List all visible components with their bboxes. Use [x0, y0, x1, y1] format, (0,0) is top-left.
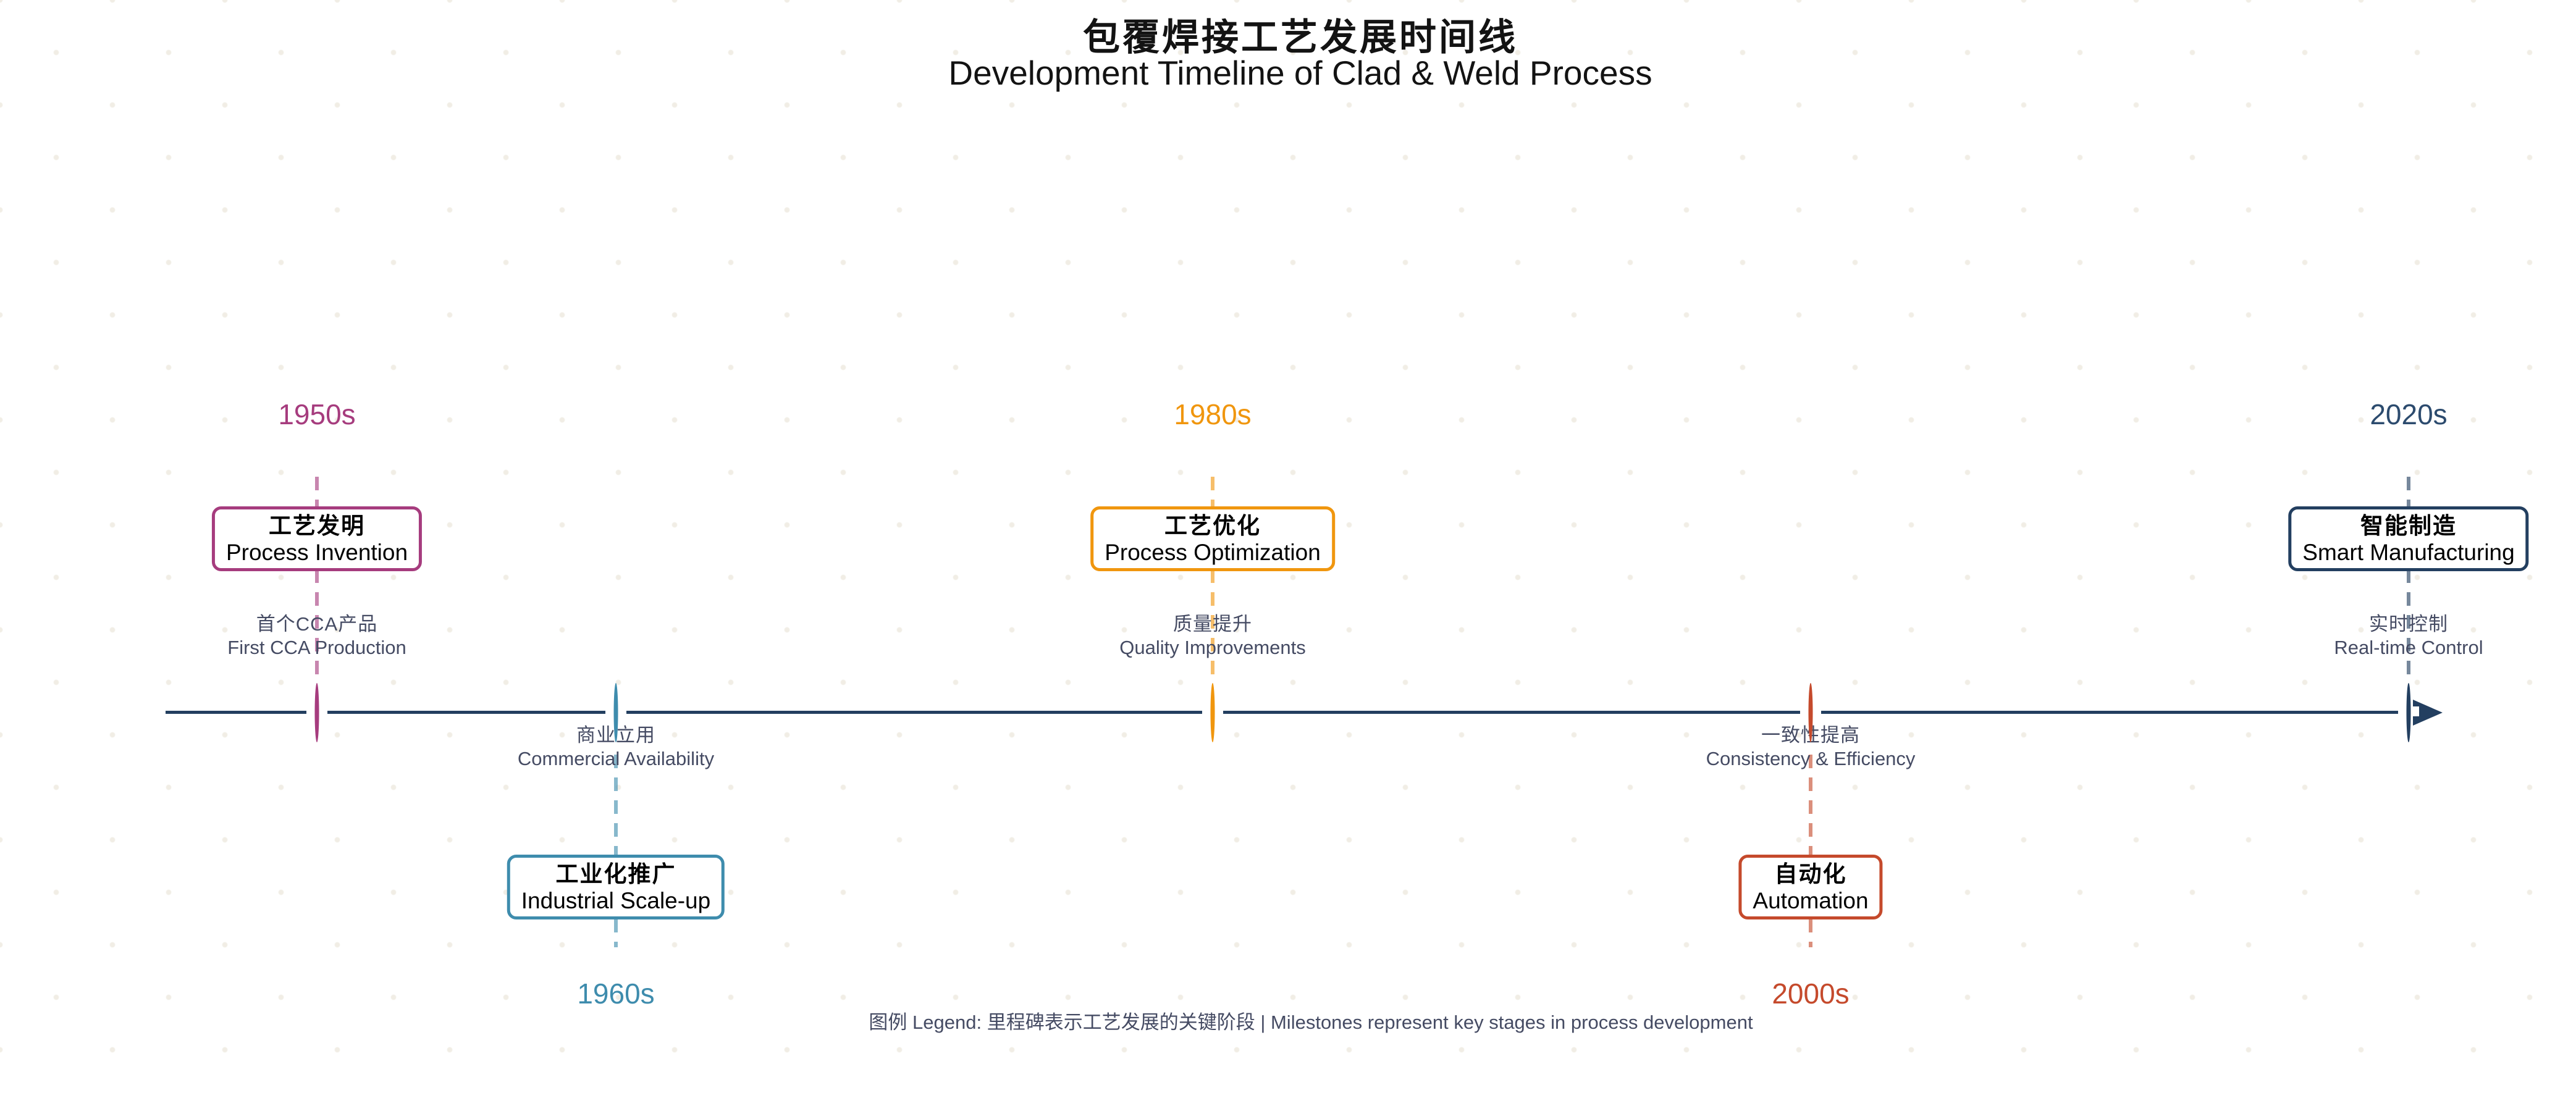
description-en: Quality Improvements — [1119, 637, 1306, 658]
figure-title-en: Development Timeline of Clad & Weld Proc… — [948, 54, 1652, 92]
timeline-tick — [314, 683, 319, 742]
milestone-description: 实时控制 Real-time Control — [2334, 613, 2483, 660]
milestone-description: 首个CCA产品 First CCA Production — [227, 613, 406, 660]
milestone-box: 工业化推广 Industrial Scale-up — [507, 855, 725, 919]
connector-dash-upper — [1809, 755, 1812, 856]
milestone-box: 智能制造 Smart Manufacturing — [2288, 506, 2529, 571]
timeline-tick — [2406, 683, 2411, 742]
era-label: 1960s — [577, 978, 655, 1010]
connector-dash-upper — [1211, 477, 1214, 508]
milestone-title-en: Process Invention — [225, 540, 408, 565]
timeline-tick — [1210, 683, 1215, 742]
connector-dash-lower — [614, 919, 618, 947]
era-label: 2000s — [1772, 978, 1850, 1010]
era-label: 1950s — [278, 398, 356, 430]
connector-dash-lower — [315, 569, 319, 676]
timeline-tick — [1808, 683, 1813, 742]
milestone-title-zh: 自动化 — [1774, 861, 1847, 887]
connector-dash-lower — [1211, 569, 1214, 676]
description-zh: 首个CCA产品 — [256, 613, 378, 635]
milestone-title-en: Smart Manufacturing — [2302, 540, 2515, 565]
milestone-box: 工艺发明 Process Invention — [211, 506, 423, 571]
milestone-title-zh: 工艺发明 — [268, 513, 365, 538]
figure-title-zh: 包覆焊接工艺发展时间线 — [1083, 17, 1518, 58]
description-en: Consistency & Efficiency — [1706, 748, 1916, 769]
milestone-title-en: Industrial Scale-up — [521, 888, 711, 913]
milestone-description: 一致性提高 Consistency & Efficiency — [1706, 724, 1916, 771]
description-en: First CCA Production — [227, 637, 406, 658]
connector-dash-upper — [614, 755, 618, 856]
milestone-description: 质量提升 Quality Improvements — [1119, 613, 1306, 660]
era-label: 1980s — [1174, 398, 1252, 430]
milestone-box: 工艺优化 Process Optimization — [1090, 506, 1335, 571]
description-en: Real-time Control — [2334, 637, 2483, 658]
connector-dash-upper — [315, 477, 319, 508]
description-en: Commercial Availability — [517, 748, 715, 769]
connector-dash-upper — [2407, 477, 2410, 508]
timeline-tick — [613, 683, 618, 742]
legend-note: 图例 Legend: 里程碑表示工艺发展的关键阶段 | Milestones r… — [869, 1011, 1753, 1033]
milestone-title-zh: 工业化推广 — [555, 861, 676, 887]
milestone-box: 自动化 Automation — [1738, 855, 1883, 919]
description-zh: 质量提升 — [1173, 613, 1252, 635]
connector-dash-lower — [2407, 569, 2410, 676]
milestone-title-zh: 工艺优化 — [1164, 513, 1261, 538]
timeline-axis — [166, 711, 2403, 714]
milestone-title-zh: 智能制造 — [2360, 513, 2457, 538]
milestone-title-en: Process Optimization — [1105, 540, 1321, 565]
description-zh: 实时控制 — [2368, 613, 2448, 635]
connector-dash-lower — [1809, 919, 1812, 947]
era-label: 2020s — [2370, 398, 2448, 430]
milestone-title-en: Automation — [1753, 888, 1869, 913]
